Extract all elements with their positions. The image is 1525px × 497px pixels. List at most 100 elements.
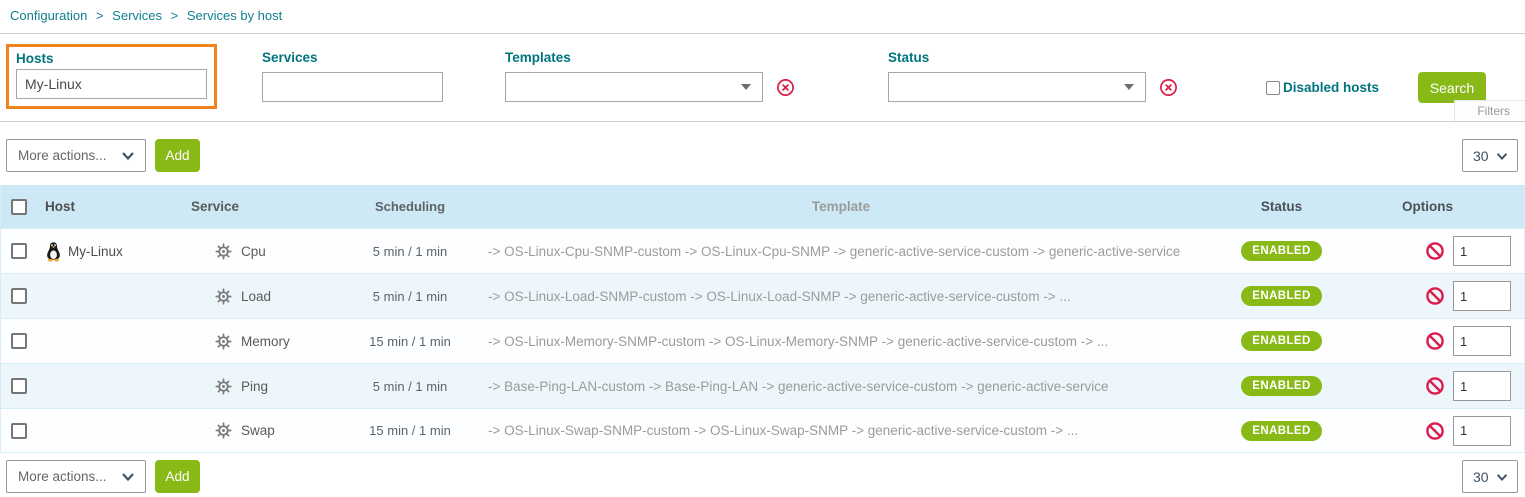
page-size-select[interactable]: 30 xyxy=(1462,139,1518,172)
disable-icon[interactable] xyxy=(1425,331,1445,351)
status-badge: ENABLED xyxy=(1241,331,1322,351)
chevron-down-icon xyxy=(122,152,134,161)
status-filter-label: Status xyxy=(888,50,930,65)
page-size-value: 30 xyxy=(1473,468,1489,485)
gear-icon xyxy=(215,287,232,305)
row-checkbox[interactable] xyxy=(11,378,27,394)
templates-clear-filter-icon[interactable] xyxy=(776,78,795,97)
filters-tab-label: Filters xyxy=(1454,100,1525,121)
service-name[interactable]: Cpu xyxy=(241,243,266,259)
order-input[interactable] xyxy=(1453,281,1511,311)
search-button[interactable]: Search xyxy=(1418,72,1486,103)
service-name[interactable]: Ping xyxy=(241,378,269,394)
host-name[interactable]: My-Linux xyxy=(68,243,123,259)
hosts-filter-highlighted: Hosts xyxy=(6,44,217,109)
header-template[interactable]: Template xyxy=(811,199,871,214)
header-options: Options xyxy=(1402,199,1453,214)
breadcrumb-item-services[interactable]: Services xyxy=(112,8,163,23)
chevron-down-icon xyxy=(122,473,134,482)
breadcrumb-separator: > xyxy=(95,8,104,23)
filter-panel: Hosts Services Templates Status xyxy=(0,33,1525,122)
row-checkbox[interactable] xyxy=(11,288,27,304)
status-badge: ENABLED xyxy=(1241,286,1322,306)
hosts-filter-label: Hosts xyxy=(16,51,54,66)
scheduling-value: 5 min / 1 min xyxy=(372,243,448,259)
status-filter: Status xyxy=(888,50,1178,102)
status-badge: ENABLED xyxy=(1241,420,1322,441)
scheduling-value: 15 min / 1 min xyxy=(369,333,451,349)
select-all-checkbox[interactable] xyxy=(11,198,27,215)
gear-icon xyxy=(215,332,232,350)
table-row: My-Linux Cpu 5 min / 1 min -> OS-Linux-C… xyxy=(1,228,1524,273)
disable-icon[interactable] xyxy=(1425,421,1445,441)
service-name[interactable]: Load xyxy=(241,288,272,304)
header-service[interactable]: Service xyxy=(191,199,240,214)
gear-icon xyxy=(215,377,232,395)
table-row: Ping 5 min / 1 min -> Base-Ping-LAN-cust… xyxy=(1,363,1524,408)
template-chain: -> Base-Ping-LAN-custom -> Base-Ping-LAN… xyxy=(488,378,1109,394)
order-input[interactable] xyxy=(1453,415,1511,446)
services-filter-input[interactable] xyxy=(262,72,443,102)
order-input[interactable] xyxy=(1453,326,1511,356)
header-status[interactable]: Status xyxy=(1260,199,1303,214)
template-chain: -> OS-Linux-Load-SNMP-custom -> OS-Linux… xyxy=(488,288,1071,304)
row-checkbox[interactable] xyxy=(11,422,27,439)
page-size-value: 30 xyxy=(1473,147,1489,164)
order-input[interactable] xyxy=(1453,236,1511,266)
services-table: Host Service Scheduling Template Status … xyxy=(0,185,1525,453)
add-button[interactable]: Add xyxy=(155,460,200,493)
more-actions-select[interactable]: More actions... xyxy=(6,139,146,172)
header-scheduling[interactable]: Scheduling xyxy=(374,199,446,214)
templates-filter-label: Templates xyxy=(505,50,571,65)
linux-penguin-icon xyxy=(45,241,62,262)
status-badge: ENABLED xyxy=(1241,376,1322,396)
status-filter-select[interactable] xyxy=(888,72,1146,102)
row-checkbox[interactable] xyxy=(11,333,27,349)
services-filter-label: Services xyxy=(262,50,318,65)
add-button[interactable]: Add xyxy=(155,139,200,172)
page-size-select[interactable]: 30 xyxy=(1462,460,1518,493)
template-chain: -> OS-Linux-Memory-SNMP-custom -> OS-Lin… xyxy=(488,333,1109,349)
disable-icon[interactable] xyxy=(1425,286,1445,306)
dropdown-caret-icon xyxy=(741,84,751,90)
chevron-down-icon xyxy=(1496,152,1508,160)
gear-icon xyxy=(215,422,232,439)
templates-filter-select[interactable] xyxy=(505,72,763,102)
row-checkbox[interactable] xyxy=(11,243,27,259)
scheduling-value: 5 min / 1 min xyxy=(372,288,448,304)
templates-filter: Templates xyxy=(505,50,795,102)
gear-icon xyxy=(215,242,232,260)
order-input[interactable] xyxy=(1453,371,1511,401)
status-badge: ENABLED xyxy=(1241,241,1322,261)
disabled-hosts-checkbox[interactable] xyxy=(1266,80,1280,95)
scheduling-value: 15 min / 1 min xyxy=(369,423,451,438)
table-row: Swap 15 min / 1 min -> OS-Linux-Swap-SNM… xyxy=(1,408,1524,453)
top-toolbar: More actions... Add 30 xyxy=(0,122,1525,185)
disable-icon[interactable] xyxy=(1425,376,1445,396)
template-chain: -> OS-Linux-Swap-SNMP-custom -> OS-Linux… xyxy=(488,423,1079,438)
service-name[interactable]: Memory xyxy=(241,333,290,349)
services-filter: Services xyxy=(262,50,443,102)
hosts-filter-input[interactable] xyxy=(16,69,207,99)
disabled-hosts-filter: Disabled hosts xyxy=(1266,80,1379,95)
more-actions-select[interactable]: More actions... xyxy=(6,460,146,493)
service-name[interactable]: Swap xyxy=(241,423,275,438)
table-row: Memory 15 min / 1 min -> OS-Linux-Memory… xyxy=(1,318,1524,363)
breadcrumb: Configuration > Services > Services by h… xyxy=(0,0,1525,33)
table-row: Load 5 min / 1 min -> OS-Linux-Load-SNMP… xyxy=(1,273,1524,318)
breadcrumb-separator: > xyxy=(170,8,179,23)
breadcrumb-item-configuration[interactable]: Configuration xyxy=(10,8,88,23)
bottom-toolbar: More actions... Add 30 xyxy=(0,446,1525,497)
more-actions-label: More actions... xyxy=(18,148,107,163)
disable-icon[interactable] xyxy=(1425,241,1445,261)
dropdown-caret-icon xyxy=(1124,84,1134,90)
more-actions-label: More actions... xyxy=(18,469,107,484)
chevron-down-icon xyxy=(1496,473,1508,481)
status-clear-filter-icon[interactable] xyxy=(1159,78,1178,97)
breadcrumb-item-services-by-host: Services by host xyxy=(186,8,283,23)
table-header-row: Host Service Scheduling Template Status … xyxy=(1,185,1524,228)
template-chain: -> OS-Linux-Cpu-SNMP-custom -> OS-Linux-… xyxy=(488,243,1181,259)
scheduling-value: 5 min / 1 min xyxy=(372,378,448,394)
header-host[interactable]: Host xyxy=(45,199,75,214)
disabled-hosts-label: Disabled hosts xyxy=(1283,80,1380,95)
